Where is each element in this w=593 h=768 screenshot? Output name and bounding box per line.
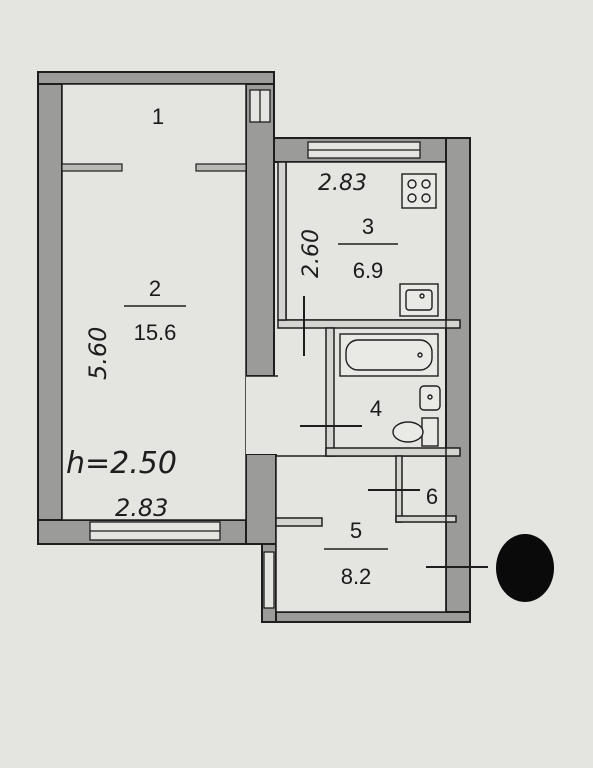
dimension-room2-width: 2.83	[115, 494, 168, 522]
wall-left	[37, 71, 63, 545]
washbasin-drain	[427, 394, 433, 400]
room-5-area: 8.2	[341, 564, 372, 589]
room-3-number: 3	[362, 214, 374, 239]
wall-right	[445, 137, 471, 623]
floor-room-2	[61, 83, 247, 521]
windows	[89, 89, 421, 609]
ceiling-height-label: h=2.50	[66, 446, 177, 481]
room-5-number: 5	[350, 518, 362, 543]
stove-burner	[407, 179, 417, 189]
wall-bottom-right	[261, 611, 471, 623]
room-4-number: 4	[370, 396, 382, 421]
stove-burner	[421, 193, 431, 203]
floor-corridor	[246, 376, 326, 454]
room-2-number: 2	[149, 276, 161, 301]
dimension-room3-height: 2.60	[299, 229, 324, 278]
divider-right	[195, 163, 247, 172]
bathtub-drain	[417, 352, 423, 358]
toilet-tank	[421, 417, 439, 447]
dimension-labels: 5.60 2.83 2.83 2.60 h=2.50	[66, 171, 367, 522]
floor-room-5	[275, 455, 447, 613]
wall-partition-2-5	[245, 453, 277, 545]
dimension-room2-height: 5.60	[84, 327, 112, 380]
partition-kitchen-bottom	[277, 319, 461, 329]
divider-left	[61, 163, 123, 172]
bathtub-inner	[345, 339, 433, 371]
partition-bath-left	[325, 327, 335, 457]
kitchen-sink-basin	[405, 289, 433, 311]
stove-icon	[401, 173, 437, 209]
room-3-area: 6.9	[353, 258, 384, 283]
partition-kitchen-left	[277, 161, 287, 321]
black-marker-blob	[496, 534, 554, 602]
window-room-5	[263, 551, 275, 609]
room-6-number: 6	[426, 484, 438, 509]
stove-burner	[407, 193, 417, 203]
toilet-icon	[392, 421, 424, 443]
room-2-area: 15.6	[134, 320, 177, 345]
stove-burner	[421, 179, 431, 189]
fixtures	[339, 173, 441, 447]
loggia-dividers	[61, 163, 247, 172]
room-labels: 1 2 15.6 3 6.9 4 5 8.2 6	[124, 104, 438, 589]
partition-wc-bottom	[395, 515, 457, 523]
wall-partition-2-3	[245, 83, 275, 377]
kitchen-sink-drain	[419, 293, 425, 299]
door-stub-5	[275, 517, 323, 527]
door-marks	[300, 296, 488, 568]
room-1-number: 1	[152, 104, 164, 129]
wall-top-left	[37, 71, 275, 85]
partition-bath-bottom	[325, 447, 461, 457]
dimension-room3-width: 2.83	[318, 171, 367, 196]
